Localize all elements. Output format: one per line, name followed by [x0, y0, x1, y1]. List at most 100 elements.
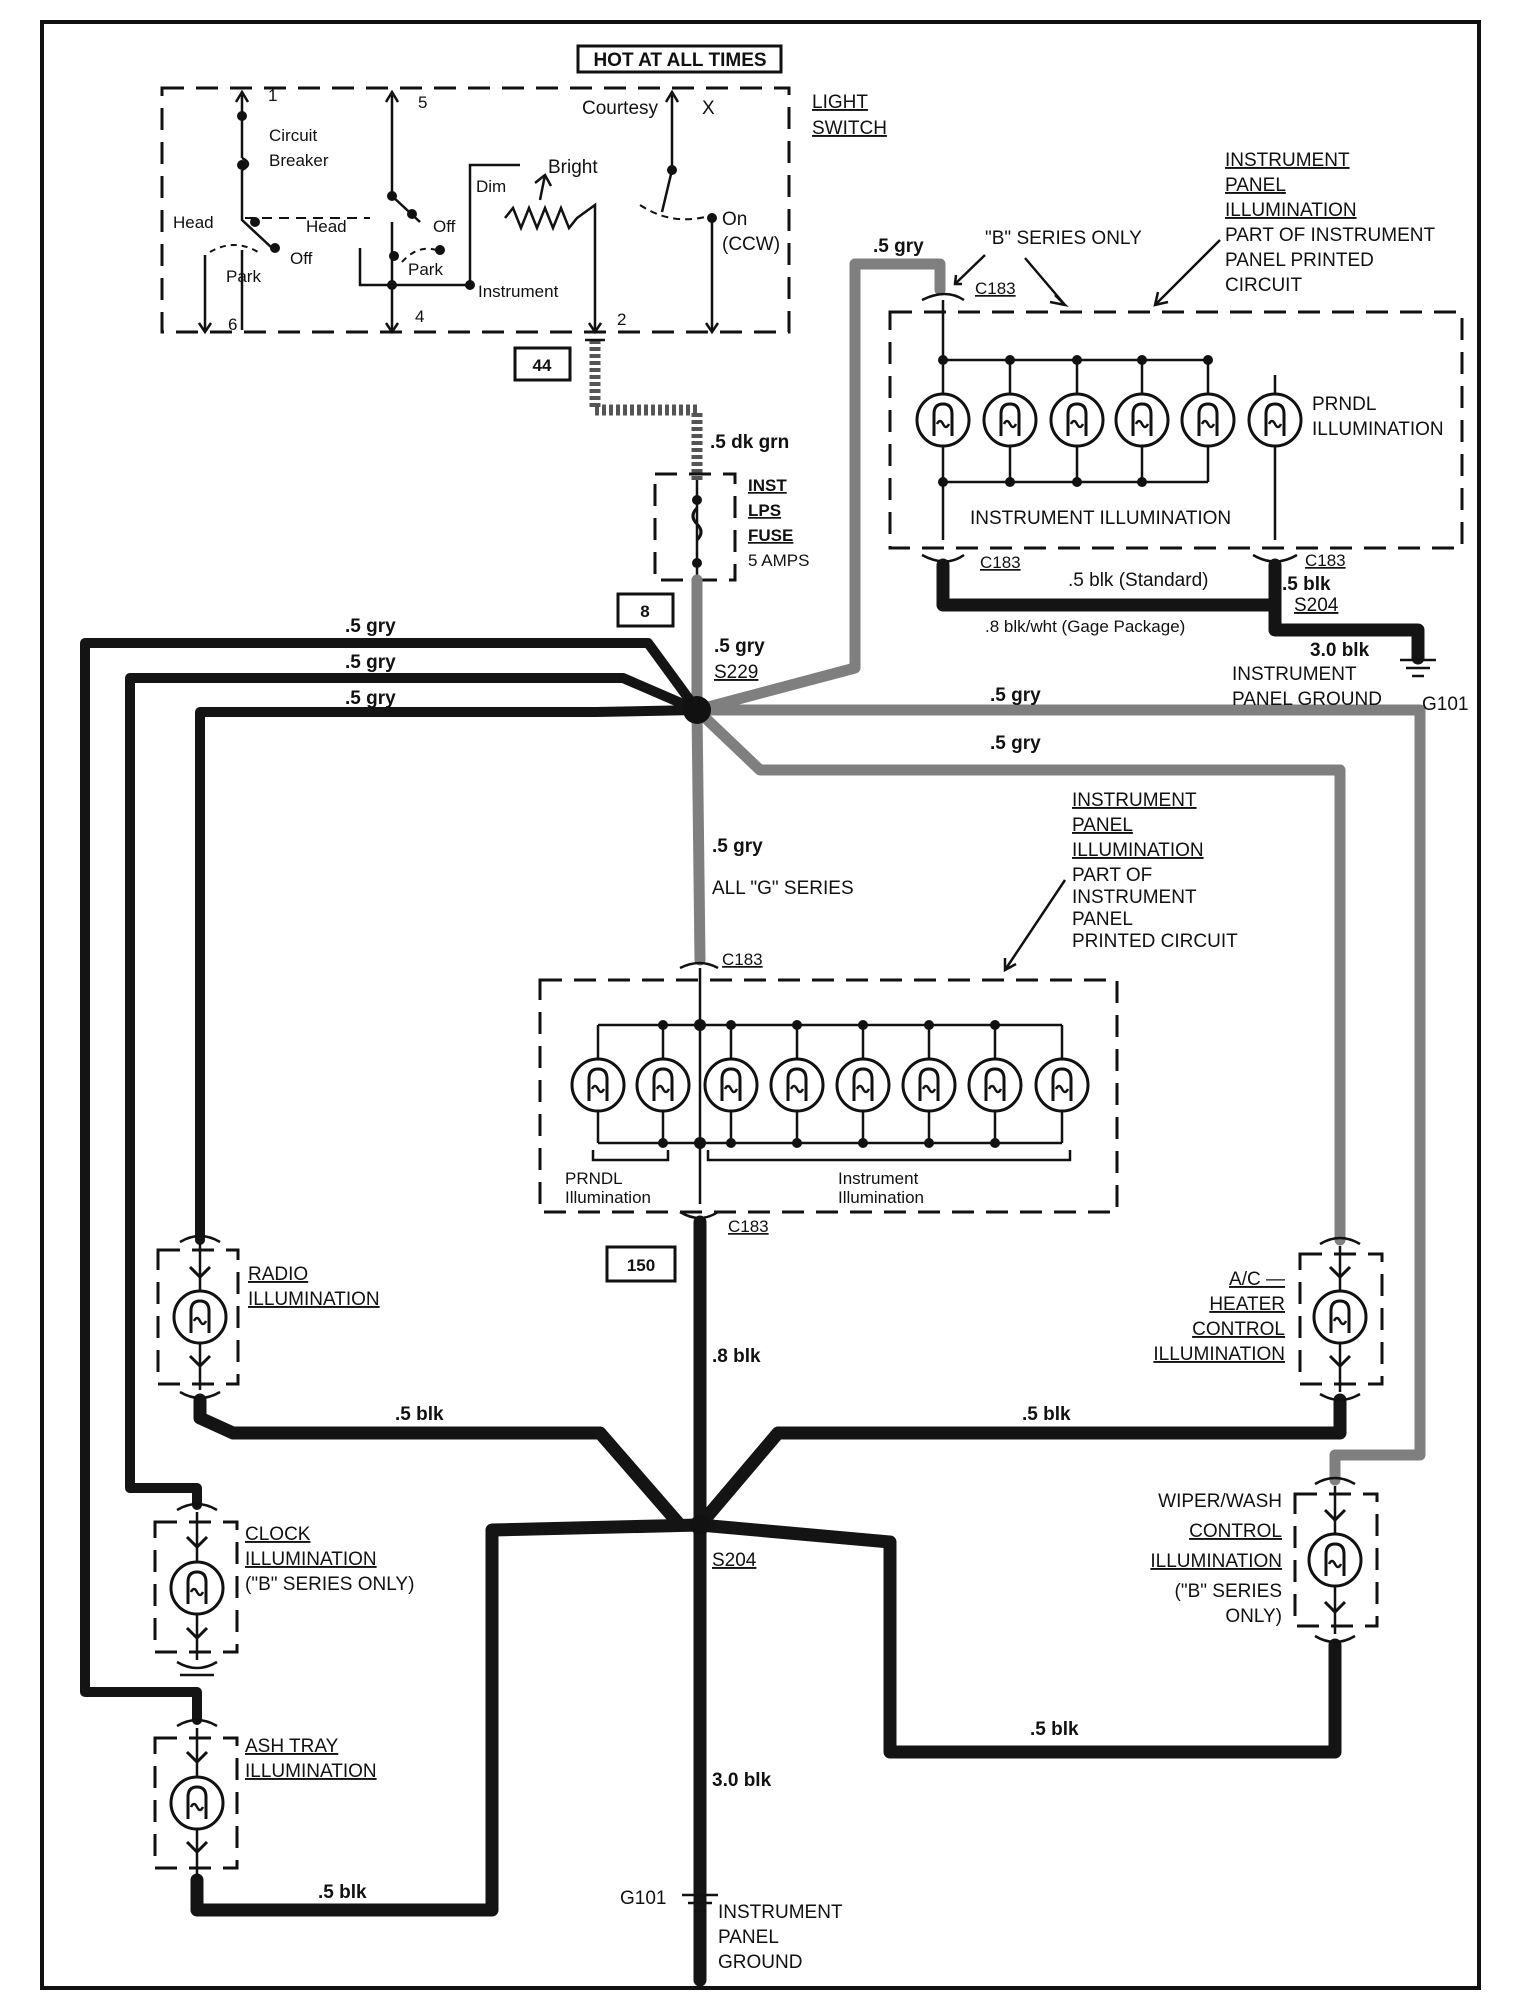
ash-label-2: ILLUMINATION	[245, 1761, 377, 1782]
top-prndl-label-1: PRNDL	[1312, 394, 1376, 415]
fuse-label-3: FUSE	[748, 526, 793, 545]
circuit-breaker-label-1: Circuit	[269, 126, 317, 145]
s229-gry-label: .5 gry	[714, 636, 765, 657]
gry-left-2	[125, 673, 702, 1510]
top-ipi-label-4: PART OF INSTRUMENT	[1225, 225, 1435, 246]
wiper-label-2: CONTROL	[1189, 1521, 1282, 1542]
mid-ipi-label-1: INSTRUMENT	[1072, 790, 1197, 811]
s204-top-label: S204	[1294, 595, 1339, 616]
top-ground-label-2: PANEL GROUND	[1232, 689, 1382, 710]
g101-top-label: G101	[1422, 694, 1468, 715]
clock-illumination: CLOCK ILLUMINATION ("B" SERIES ONLY)	[153, 1502, 414, 1677]
fuse-label-2: LPS	[748, 501, 781, 520]
fuse-element	[691, 506, 703, 542]
gry-left-3	[195, 705, 702, 1245]
gry-left-1	[80, 638, 702, 1725]
bright-label: Bright	[548, 157, 598, 178]
bottom-ground-label-1: INSTRUMENT	[718, 1902, 843, 1923]
gry-left-1-label: .5 gry	[345, 616, 396, 637]
top-ipi-label-5: PANEL PRINTED	[1225, 250, 1374, 271]
blk-radio-wire	[193, 1393, 687, 1532]
outer-frame	[40, 20, 1481, 1990]
light-switch-title-1: LIGHT	[812, 92, 868, 113]
gry-left-3-label: .5 gry	[345, 688, 396, 709]
fuse-label-1: INST	[748, 476, 787, 495]
off-left-label: Off	[290, 249, 313, 268]
clock-label-2: ILLUMINATION	[245, 1549, 377, 1570]
light-switch: HOT AT ALL TIMES LIGHT SWITCH 1 Circuit …	[160, 44, 887, 335]
blk-wiper-wire	[693, 1518, 1342, 1759]
courtesy-label: Courtesy	[582, 98, 659, 119]
mid-inst-label-1: Instrument	[838, 1169, 919, 1188]
blk-wht-label: .8 blk/wht (Gage Package)	[985, 617, 1185, 636]
rheostat	[504, 202, 597, 330]
top-ground-symbol	[1400, 658, 1436, 678]
top-ipi-label-3: ILLUMINATION	[1225, 200, 1357, 221]
mid-prndl-label-2: Illumination	[565, 1188, 651, 1207]
top-bulbs	[915, 360, 1303, 482]
mid-ipi-label-7: PRINTED CIRCUIT	[1072, 931, 1238, 952]
gry-right-2-label: .5 gry	[990, 733, 1041, 754]
mid-ipi-label-4: PART OF	[1072, 865, 1152, 886]
wiper-label-4: ("B" SERIES	[1175, 1581, 1282, 1602]
all-g-series-label: ALL "G" SERIES	[712, 878, 854, 899]
top-ipi-label-6: CIRCUIT	[1225, 275, 1302, 296]
bottom-ground-label-2: PANEL	[718, 1927, 779, 1948]
blk-5-right-label: .5 blk	[1282, 574, 1331, 595]
light-switch-title-2: SWITCH	[812, 118, 887, 139]
ac-label-4: ILLUMINATION	[1153, 1344, 1285, 1365]
wiper-label-5: ONLY)	[1225, 1606, 1282, 1627]
mid-ipi-label-6: PANEL	[1072, 909, 1133, 930]
wiper-wash-illumination: WIPER/WASH CONTROL ILLUMINATION ("B" SER…	[1150, 1476, 1379, 1644]
terminal-6-label: 6	[228, 315, 237, 334]
box-8-label: 8	[640, 602, 649, 621]
breaker-wire	[240, 95, 273, 330]
mid-inst-label-2: Illumination	[838, 1188, 924, 1207]
terminal-1-arrow	[234, 89, 250, 103]
gry-r2	[691, 704, 1346, 1246]
ac-label-2: HEATER	[1209, 1294, 1285, 1315]
radio-label-1: RADIO	[248, 1264, 308, 1285]
top-ipi-label-1: INSTRUMENT	[1225, 150, 1350, 171]
black-left-wires	[80, 638, 702, 1725]
box-44-label: 44	[533, 356, 552, 375]
box-44	[513, 346, 572, 382]
terminal-1-label: 1	[268, 86, 277, 105]
c183-mid-top-label: C183	[722, 950, 763, 969]
radio-label-2: ILLUMINATION	[248, 1289, 380, 1310]
blk-ash-wire	[190, 1518, 707, 1917]
blk-ash-label: .5 blk	[318, 1882, 367, 1903]
head-left-label: Head	[173, 213, 214, 232]
box-8	[616, 592, 675, 628]
park-mid-label: Park	[408, 260, 443, 279]
top-cluster: "B" SERIES ONLY C183 INSTRUMENT PANEL IL…	[888, 150, 1468, 715]
s204-bottom-label: S204	[712, 1550, 757, 1571]
splice-s229	[683, 696, 711, 724]
terminal-5-label: 5	[418, 93, 427, 112]
top-ground-label-1: INSTRUMENT	[1232, 664, 1357, 685]
gry-right-1-label: .5 gry	[990, 685, 1041, 706]
b-series-only-label: "B" SERIES ONLY	[985, 228, 1142, 249]
mid-ipi-label-3: ILLUMINATION	[1072, 840, 1204, 861]
gry-center-label: .5 gry	[712, 836, 763, 857]
c183-top-label: C183	[975, 279, 1016, 298]
instrument-label: Instrument	[478, 282, 559, 301]
ash-tray-illumination: ASH TRAY ILLUMINATION	[153, 1718, 377, 1878]
black-ground-wires	[190, 1215, 1347, 1987]
gry-top-label: .5 gry	[873, 236, 924, 257]
light-switch-box	[160, 86, 791, 334]
gry-center-down	[691, 704, 706, 966]
dim-label: Dim	[476, 177, 506, 196]
gry-r1	[691, 704, 1426, 1486]
ac-label-1: A/C —	[1229, 1269, 1285, 1290]
circuit-breaker-label-2: Breaker	[269, 151, 329, 170]
top-ipi-label-2: PANEL	[1225, 175, 1286, 196]
mid-cluster-box	[538, 978, 1119, 1214]
top-prndl-label-2: ILLUMINATION	[1312, 419, 1444, 440]
wiper-label-3: ILLUMINATION	[1150, 1551, 1282, 1572]
top-inst-illum-label: INSTRUMENT ILLUMINATION	[970, 508, 1231, 529]
top-cluster-box	[888, 310, 1464, 550]
radio-illumination: RADIO ILLUMINATION	[156, 1234, 380, 1400]
bottom-ground-label-3: GROUND	[718, 1952, 802, 1973]
